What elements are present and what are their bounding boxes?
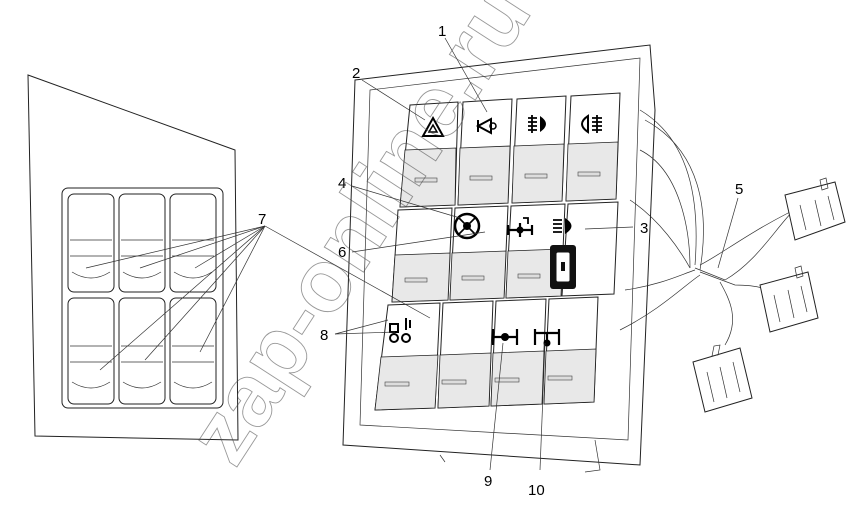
callout-8: 8 [320, 327, 328, 344]
switch-horn [457, 98, 513, 206]
switch-center-diff [490, 298, 547, 407]
callout-7: 7 [258, 211, 266, 228]
switch-panel-housing [342, 44, 656, 473]
blank-switch [169, 297, 217, 405]
switch-hazard [399, 101, 459, 208]
switch-trailer-brake [374, 302, 441, 411]
callout-10: 10 [528, 482, 545, 499]
connector-middle [759, 265, 819, 333]
switch-array [374, 92, 621, 411]
blank-switch [67, 297, 115, 405]
rocker-switch-icon [550, 245, 576, 289]
callout-6: 6 [338, 244, 346, 261]
blank-switch [67, 193, 115, 293]
switch-blank-r3c2 [437, 300, 494, 409]
horn-icon [475, 117, 497, 135]
switch-diff-lock [449, 205, 509, 301]
differential-lock-icon [453, 212, 481, 240]
trailer-brake-icon [389, 318, 411, 343]
blank-switch-grid [67, 193, 217, 405]
hazard-warning-icon [421, 115, 445, 137]
rear-fog-light-icon [581, 114, 602, 134]
switch-blank-r2c1 [391, 207, 453, 303]
blank-cover-plate [27, 74, 239, 441]
leader-lines [85, 37, 739, 471]
front-fog-light-icon [528, 115, 546, 133]
axle-lock-icon [506, 217, 534, 237]
switch-rear-fog [565, 92, 621, 202]
connector-lower [692, 344, 753, 413]
switch-headlight [550, 201, 619, 297]
callout-2: 2 [352, 65, 360, 82]
wiring-harness [619, 109, 801, 346]
callout-5: 5 [735, 181, 743, 198]
callout-9: 9 [484, 473, 492, 490]
blank-switch [118, 297, 166, 405]
switch-front-fog [511, 95, 567, 204]
callout-3: 3 [640, 220, 648, 237]
blank-switch [118, 193, 166, 293]
callout-4: 4 [338, 175, 346, 192]
switch-axle-diff [533, 296, 599, 405]
callout-1: 1 [438, 23, 446, 40]
center-diff-lock-icon [491, 329, 519, 345]
connector-upper [784, 177, 846, 241]
headlight-icon [553, 218, 572, 234]
callout-numbers: 1 2 3 4 5 6 7 8 9 10 [258, 23, 743, 499]
